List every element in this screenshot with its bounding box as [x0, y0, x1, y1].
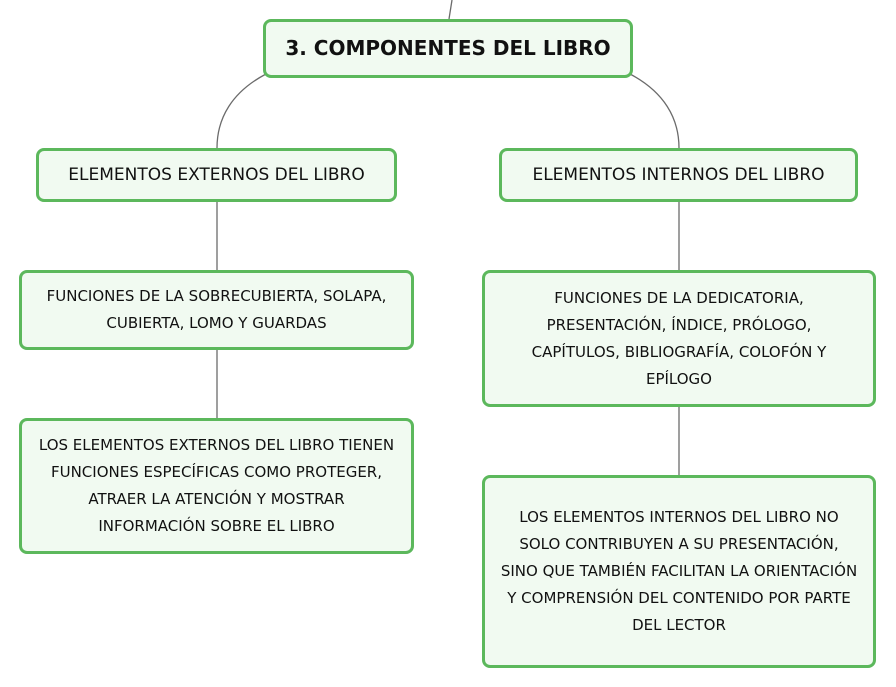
- external-functions-node[interactable]: FUNCIONES DE LA SOBRECUBIERTA, SOLAPA, C…: [19, 270, 414, 350]
- external-description-text: LOS ELEMENTOS EXTERNOS DEL LIBRO TIENEN …: [38, 436, 395, 535]
- external-elements-label: ELEMENTOS EXTERNOS DEL LIBRO: [68, 164, 365, 185]
- internal-functions-node[interactable]: FUNCIONES DE LA DEDICATORIA, PRESENTACIÓ…: [482, 270, 876, 407]
- internal-functions-text: FUNCIONES DE LA DEDICATORIA, PRESENTACIÓ…: [531, 288, 827, 388]
- root-node[interactable]: 3. COMPONENTES DEL LIBRO: [263, 19, 633, 78]
- internal-description-text: LOS ELEMENTOS INTERNOS DEL LIBRO NO SOLO…: [500, 508, 858, 634]
- internal-elements-label: ELEMENTOS INTERNOS DEL LIBRO: [532, 164, 825, 185]
- internal-description-node[interactable]: LOS ELEMENTOS INTERNOS DEL LIBRO NO SOLO…: [482, 475, 876, 668]
- connector-root-to-external: [216, 73, 267, 149]
- connector-incoming-root: [448, 0, 453, 20]
- external-elements-node[interactable]: ELEMENTOS EXTERNOS DEL LIBRO: [36, 148, 397, 202]
- connector-root-to-internal: [629, 73, 680, 149]
- external-functions-text: FUNCIONES DE LA SOBRECUBIERTA, SOLAPA, C…: [46, 287, 387, 332]
- internal-elements-node[interactable]: ELEMENTOS INTERNOS DEL LIBRO: [499, 148, 858, 202]
- root-node-label: 3. COMPONENTES DEL LIBRO: [285, 36, 611, 60]
- external-description-node[interactable]: LOS ELEMENTOS EXTERNOS DEL LIBRO TIENEN …: [19, 418, 414, 554]
